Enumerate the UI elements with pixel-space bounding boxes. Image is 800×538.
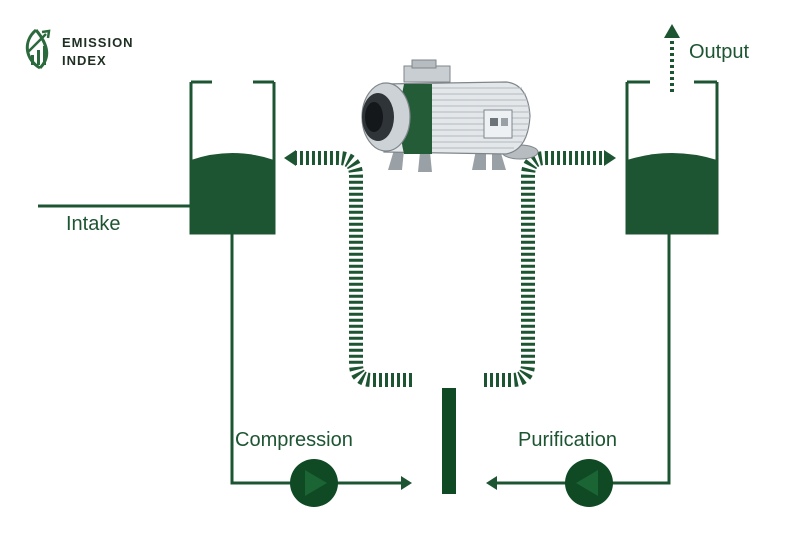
logo-line2: INDEX (62, 53, 107, 68)
output-arrow (664, 24, 680, 92)
intake-label: Intake (66, 213, 121, 235)
output-tank (625, 80, 719, 235)
purification-pipe (497, 233, 671, 485)
compression-arrowhead (401, 476, 412, 490)
compression-label: Compression (235, 429, 353, 451)
purification-arrowhead (486, 476, 497, 490)
compression-pump-icon (290, 459, 338, 507)
right-return-arrow (484, 150, 616, 387)
purification-label: Purification (518, 429, 617, 451)
intake-tank (189, 80, 276, 235)
logo-line1: EMISSION (62, 35, 134, 50)
machine-icon (361, 59, 539, 172)
purification-pump-icon (565, 459, 613, 507)
logo-icon (25, 28, 51, 70)
separator-bar (442, 388, 456, 494)
compression-pipe (230, 233, 402, 485)
output-label: Output (689, 41, 750, 63)
left-return-arrow (284, 150, 412, 387)
